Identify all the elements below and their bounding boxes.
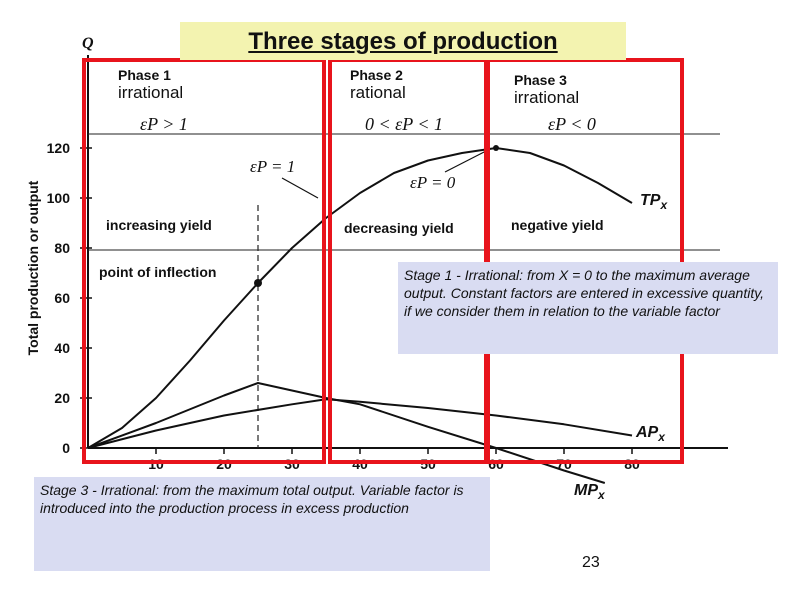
elasticity-one-arrow [281,177,319,199]
y-tick-label: 60 [54,290,70,306]
chart-axes: Q [82,35,728,449]
page-number: 23 [582,554,600,571]
y-tick-label: 100 [47,190,71,206]
series-apx-line [87,398,633,449]
y-tick-label: 0 [62,440,70,456]
phase-2-condition: 0 < εP < 1 [365,114,443,134]
point-of-inflection-label: point of inflection [99,264,217,280]
phase-1-label: Phase 1 irrational [118,67,183,101]
y-tick-label: 80 [54,240,70,256]
y-tick-label: 20 [54,390,70,406]
slide-title: Three stages of production [248,28,558,55]
phase-3-label: Phase 3 irrational [514,72,579,106]
phase-2-name: Phase 2 [350,67,403,83]
phase-1-kind: irrational [118,83,184,102]
series-mpx-label: MPx [574,482,606,502]
zone-decreasing-yield: decreasing yield [344,220,454,236]
stage-1-note: Stage 1 - Irrational: from X = 0 to the … [398,262,778,354]
phase-3-frame [486,58,684,464]
chart-marks: εP = 1 εP = 0 εP > 1 0 < εP < 1 εP < 0 [140,114,596,287]
stage-3-note: Stage 3 - Irrational: from the maximum t… [34,477,490,571]
phase-1-frame [82,58,326,464]
phase-frames [82,58,684,464]
y-axis-title: Total production or output [25,180,41,356]
y-tick-label: 40 [54,340,70,356]
y-axis-symbol: Q [82,35,94,52]
phase-3-kind: irrational [514,88,580,107]
zone-negative-yield: negative yield [511,217,604,233]
max-output-marker [493,145,499,151]
series-tpx-label: TPx [640,192,668,212]
series-apx-label: APx [635,424,666,444]
title-background [180,22,626,60]
phase-2-kind: rational [350,83,406,102]
elasticity-one-label: εP = 1 [250,157,295,176]
y-tick-label: 120 [47,140,71,156]
elasticity-zero-arrow [444,149,489,173]
series-mpx-line [87,382,606,484]
elasticity-zero-label: εP = 0 [410,173,456,192]
phase-3-name: Phase 3 [514,72,567,88]
inflection-point-marker [254,279,262,287]
chart-guide-lines [88,133,720,448]
zone-increasing-yield: increasing yield [106,217,212,233]
phase-3-condition: εP < 0 [548,114,596,134]
phase-1-name: Phase 1 [118,67,171,83]
phase-1-condition: εP > 1 [140,114,188,134]
series-tpx-line [87,147,633,449]
phase-2-label: Phase 2 rational [350,67,406,101]
